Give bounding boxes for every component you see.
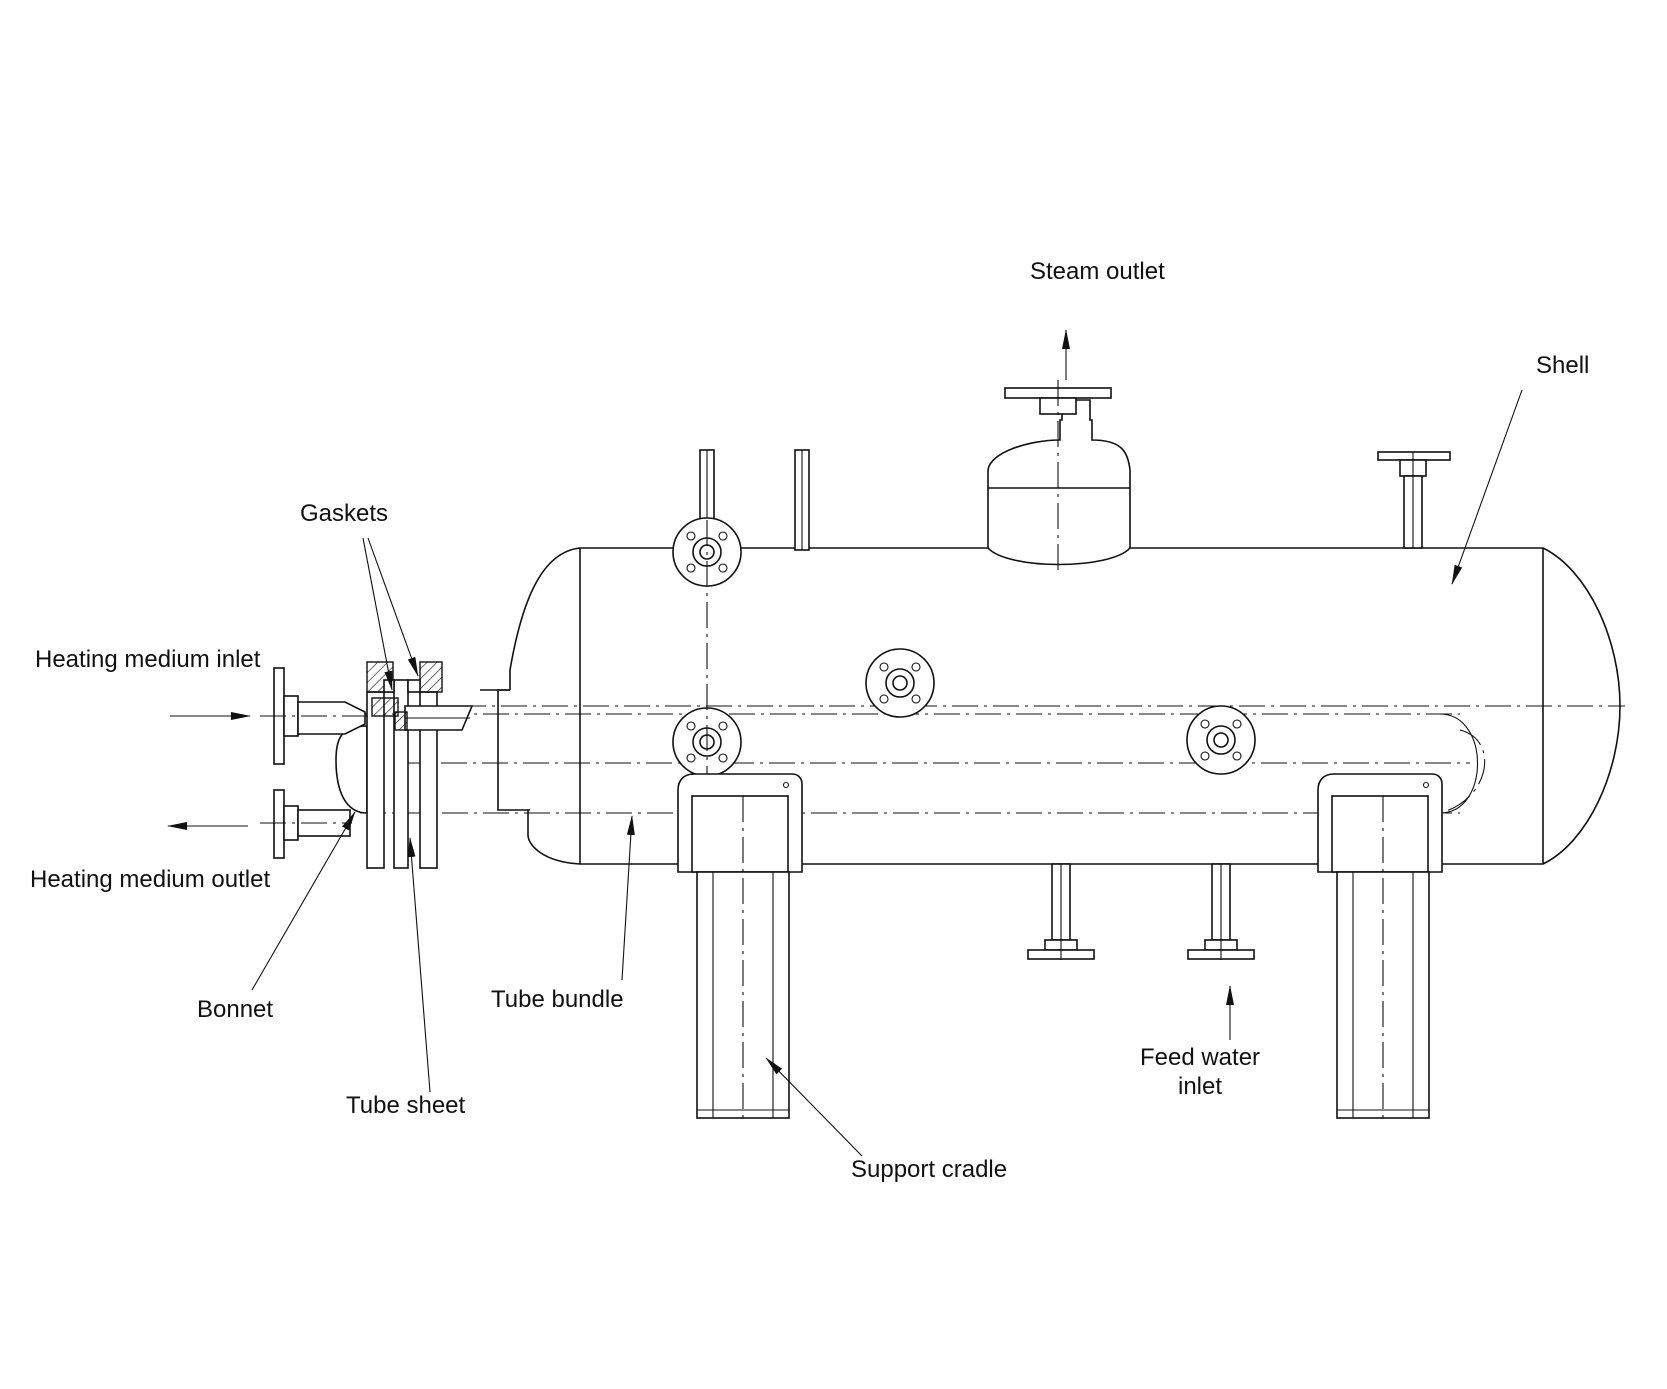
label-tube-sheet: Tube sheet bbox=[346, 1092, 466, 1119]
bottom-nozzle-left bbox=[1027, 863, 1095, 960]
leader-gaskets bbox=[362, 537, 419, 691]
label-tube-bundle: Tube bundle bbox=[491, 986, 624, 1013]
leader-bonnet bbox=[251, 811, 356, 991]
steam-dome bbox=[987, 380, 1131, 570]
top-nozzle-right bbox=[1377, 451, 1451, 549]
label-shell: Shell bbox=[1536, 352, 1590, 379]
label-support-cradle: Support cradle bbox=[851, 1156, 1008, 1183]
label-steam-outlet: Steam outlet bbox=[1030, 258, 1165, 285]
leader-support-cradle bbox=[765, 1057, 863, 1157]
tube-outlet-pipe bbox=[371, 697, 474, 731]
label-heating-medium-outlet: Heating medium outlet bbox=[30, 866, 271, 893]
port-flange-right bbox=[1186, 705, 1256, 775]
label-bonnet: Bonnet bbox=[197, 996, 274, 1023]
support-cradle-left bbox=[677, 773, 803, 1119]
heating-medium-inlet-nozzle bbox=[260, 667, 370, 765]
leader-tube-sheet bbox=[407, 837, 431, 1093]
label-feed-water-inlet-line2: inlet bbox=[1177, 1072, 1223, 1100]
leader-tube-bundle bbox=[621, 815, 635, 981]
label-gaskets: Gaskets bbox=[300, 500, 389, 527]
heating-medium-outlet-nozzle bbox=[260, 789, 352, 859]
port-flange-center bbox=[865, 648, 935, 718]
label-heating-medium-inlet: Heating medium inlet bbox=[35, 646, 261, 673]
bottom-nozzle-feed-water bbox=[1187, 863, 1255, 960]
label-feed-water-inlet-line1: Feed water bbox=[1139, 1044, 1261, 1071]
support-cradle-right bbox=[1317, 773, 1443, 1119]
shell-body bbox=[480, 547, 1621, 865]
leader-shell bbox=[1451, 389, 1523, 585]
label-feed-water-inlet: Feed water inlet bbox=[1135, 1044, 1265, 1102]
top-nozzle-middle bbox=[794, 449, 810, 551]
